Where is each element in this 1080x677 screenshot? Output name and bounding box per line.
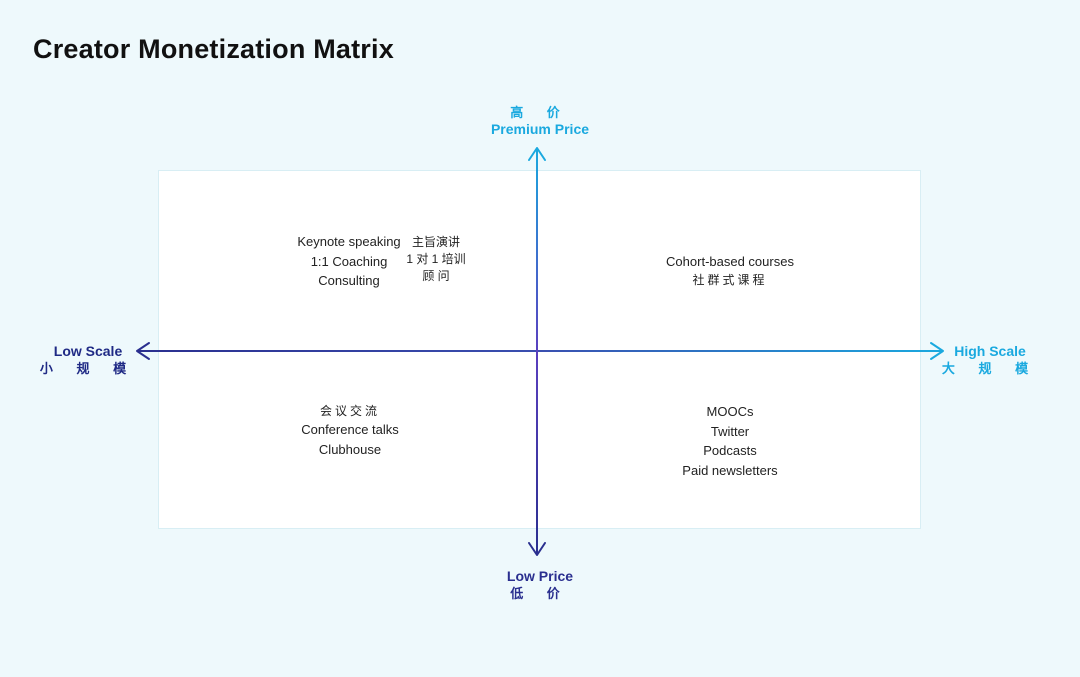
arrow-up-icon [528, 147, 546, 161]
axis-label-en: High Scale [954, 343, 1026, 359]
matrix-panel [158, 170, 921, 529]
axis-label-cn: 高 价 [510, 105, 570, 120]
axis-label-en: Premium Price [490, 121, 590, 137]
quadrant-top-right: Cohort-based courses 社群式课程 [640, 252, 820, 289]
axis-label-en: Low Price [506, 568, 574, 584]
quadrant-top-left-en: Keynote speaking 1:1 Coaching Consulting [284, 232, 414, 291]
list-item-cn: 社群式课程 [692, 272, 768, 287]
list-item: 1 对 1 培训 [406, 252, 466, 266]
list-item: Cohort-based courses [666, 254, 794, 269]
list-item: Paid newsletters [682, 462, 778, 478]
list-item: 1:1 Coaching [310, 253, 388, 269]
quadrant-top-left-cn: 主旨演讲 1 对 1 培训 顾 问 [400, 234, 472, 285]
axis-label-premium-price: 高 价 Premium Price [470, 104, 610, 138]
axis-label-cn: 小 规 模 [39, 361, 137, 376]
list-item: Conference talks [301, 422, 399, 437]
list-item: 顾 问 [422, 269, 450, 283]
quadrant-bottom-right: MOOCs Twitter Podcasts Paid newsletters [650, 402, 810, 480]
axis-label-cn: 大 规 模 [941, 361, 1039, 376]
axis-label-low-price: Low Price 低 价 [470, 568, 610, 602]
axis-label-en: Low Scale [53, 343, 123, 359]
horizontal-axis [136, 342, 944, 360]
list-item: 主旨演讲 [411, 235, 460, 249]
list-item: MOOCs [706, 404, 754, 419]
page-title: Creator Monetization Matrix [33, 34, 394, 64]
list-item: Podcasts [703, 443, 757, 458]
list-item: Clubhouse [318, 441, 382, 457]
arrow-down-icon [528, 542, 546, 556]
arrow-left-icon [136, 342, 150, 360]
list-item: Consulting [318, 273, 380, 288]
list-item-cn: 会议交流 [319, 404, 380, 418]
axis-label-low-scale: Low Scale 小 规 模 [38, 343, 138, 377]
quadrant-bottom-left: 会议交流 Conference talks Clubhouse [280, 403, 420, 459]
arrow-right-icon [930, 342, 944, 360]
axis-label-high-scale: High Scale 大 规 模 [940, 343, 1040, 377]
list-item: Keynote speaking [297, 234, 401, 249]
axis-label-cn: 低 价 [510, 586, 570, 601]
vertical-axis [528, 147, 546, 556]
list-item: Twitter [710, 423, 750, 439]
